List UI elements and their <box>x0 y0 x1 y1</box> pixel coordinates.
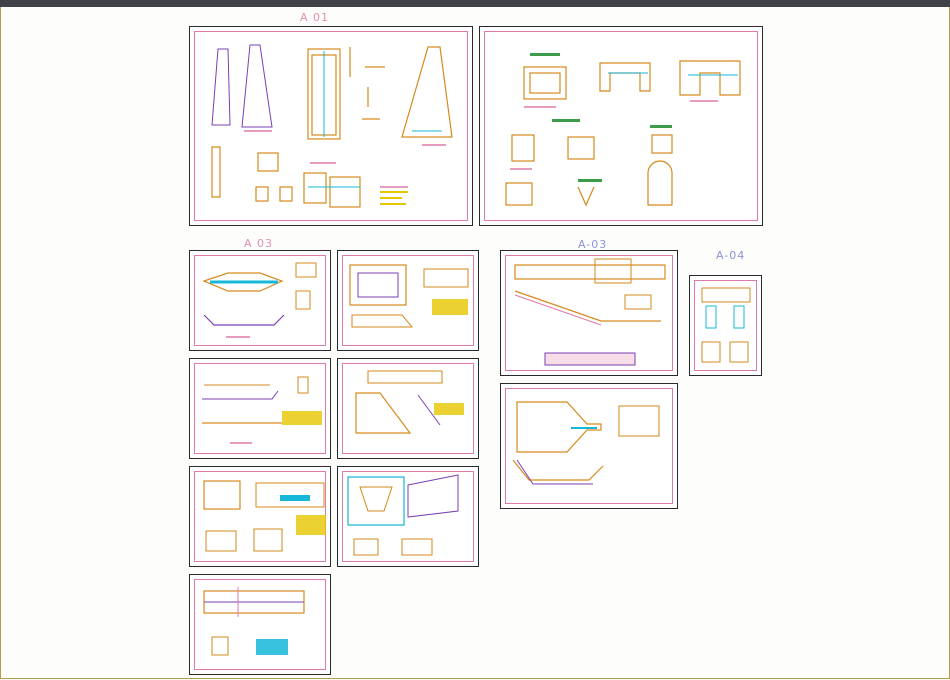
sheet-border <box>694 280 757 371</box>
sheet-a03-3[interactable] <box>189 466 331 567</box>
sheet-a03-6-drawing <box>355 370 464 434</box>
sheet-a03-right-2[interactable] <box>500 383 678 509</box>
sheet-border <box>194 31 468 221</box>
sheet-a03-7[interactable] <box>337 466 479 567</box>
sheet-border <box>194 363 326 454</box>
window-top-bar <box>0 0 950 7</box>
label-a01: A 01 <box>300 11 330 24</box>
sheet-a03-1[interactable] <box>189 250 331 351</box>
sheet-border <box>505 388 673 504</box>
sheet-a03-2-drawing <box>202 376 322 444</box>
label-a04: A-04 <box>716 249 746 262</box>
sheet-border <box>484 31 758 221</box>
sheet-a03-3-drawing <box>203 480 326 552</box>
sheet-a04-drawing <box>701 287 751 363</box>
label-a03-left: A 03 <box>244 237 274 250</box>
sheet-a03-right-1[interactable] <box>500 250 678 376</box>
sheet-a03-2[interactable] <box>189 358 331 459</box>
sheet-border <box>342 363 474 454</box>
sheet-a03-5-drawing <box>349 264 469 328</box>
sheet-border <box>505 255 673 371</box>
sheet-a01-drawing <box>211 44 453 208</box>
sheet-a03-7-drawing <box>347 474 459 556</box>
sheet-a03-5[interactable] <box>337 250 479 351</box>
sheet-a04[interactable] <box>689 275 762 376</box>
sheet-border <box>342 255 474 346</box>
sheet-border <box>342 471 474 562</box>
label-a03-right: A-03 <box>578 238 608 251</box>
sheet-a01-secondary[interactable] <box>479 26 763 226</box>
sheet-a03-right-1-drawing <box>514 258 666 366</box>
sheet-a01-secondary-drawing <box>505 53 741 207</box>
sheet-border <box>194 255 326 346</box>
sheet-a03-4-drawing <box>203 587 305 656</box>
sheet-a03-1-drawing <box>202 262 317 338</box>
sheet-a03-4[interactable] <box>189 574 331 675</box>
sheet-a01-main[interactable] <box>189 26 473 226</box>
sheet-border <box>194 579 326 670</box>
sheet-a03-6[interactable] <box>337 358 479 459</box>
sheet-a03-right-2-drawing <box>512 401 660 485</box>
